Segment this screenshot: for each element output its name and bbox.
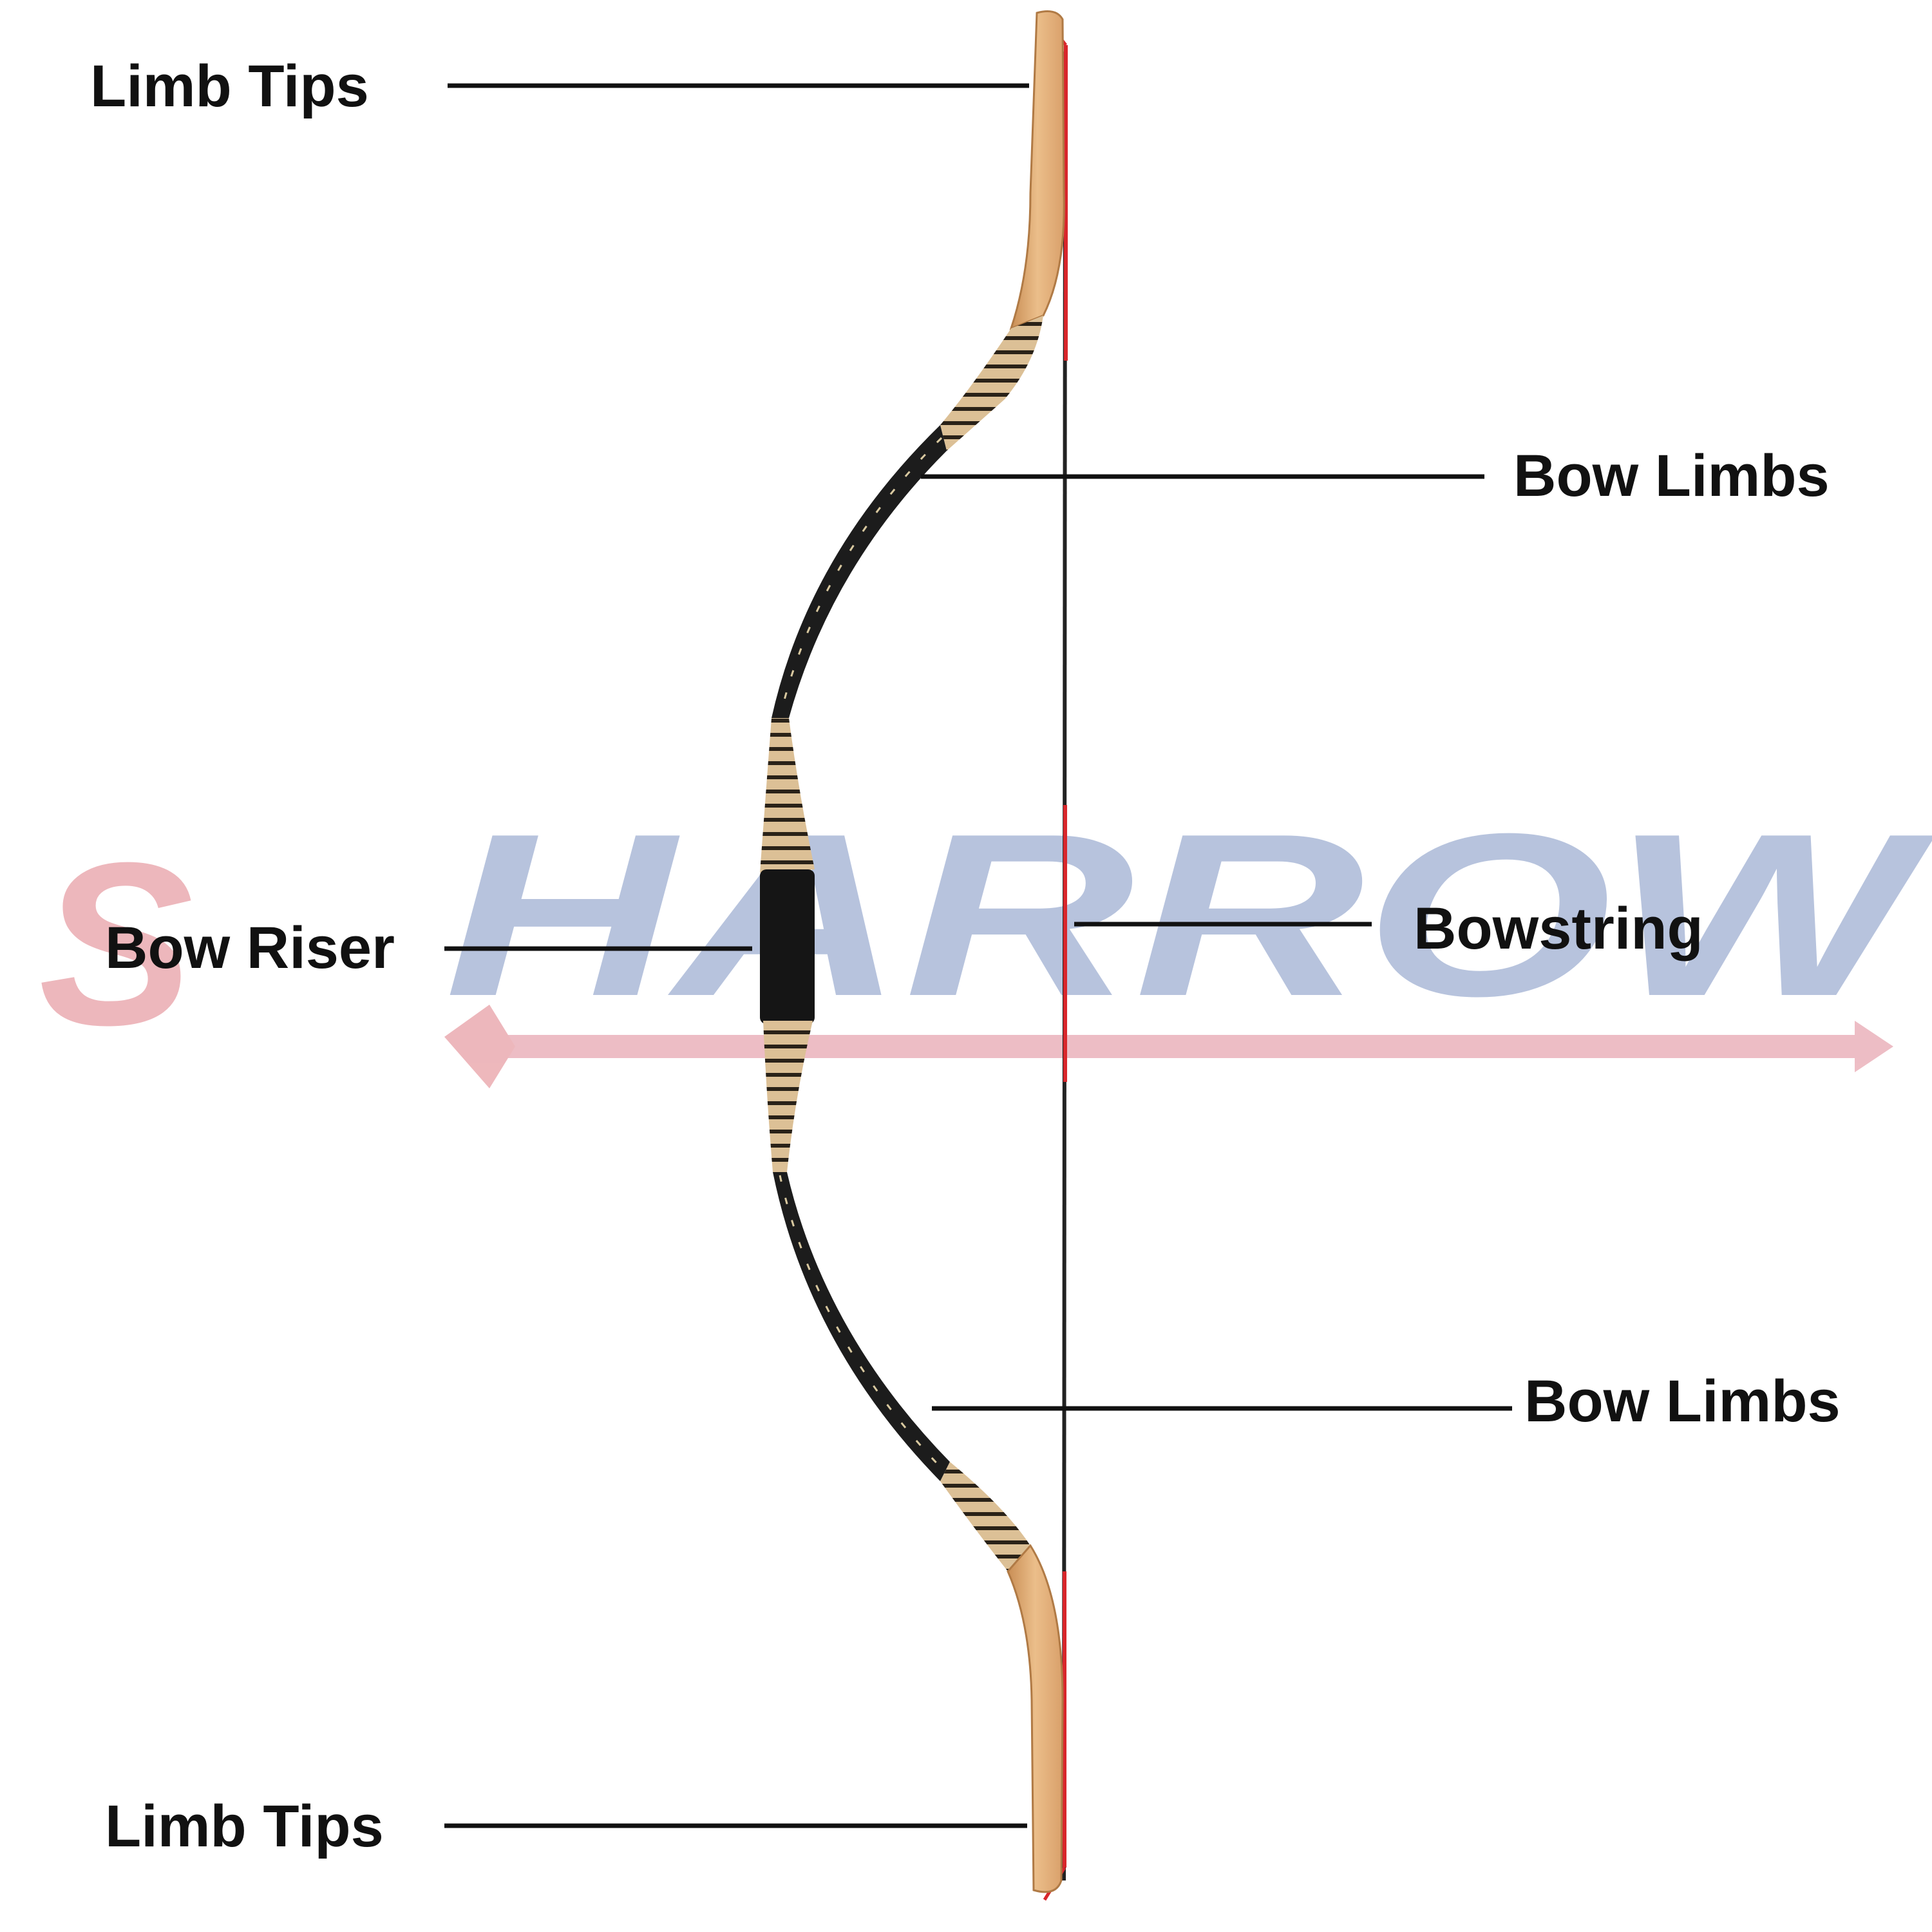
label-limb-tips-bottom: Limb Tips [105,1794,384,1859]
label-bow-riser: Bow Riser [105,915,395,981]
label-bowstring: Bowstring [1414,896,1703,961]
riser-grip [760,869,815,1024]
lower-riser-wrap [763,1021,813,1172]
upper-limb-tip [1009,10,1065,330]
lower-limb-leather [773,1172,950,1481]
leather-stitching [779,1175,946,1473]
leather-stitching [779,437,943,715]
label-bow-limbs-upper: Bow Limbs [1513,443,1830,509]
watermark-s-letter: S [39,815,194,1074]
sharrow-watermark-logo: S HARROW [39,786,1932,1088]
labels: Limb Tips Bow Limbs Bow Riser Bowstring … [90,53,1841,1859]
bow-body [760,10,1065,1893]
lower-limb-wrap [940,1462,1030,1571]
watermark-harrow-letters: HARROW [444,786,1932,1045]
lower-limb-tip [1007,1544,1064,1893]
label-limb-tips-top: Limb Tips [90,53,369,119]
upper-riser-wrap [760,718,815,873]
upper-limb-leather [772,425,947,718]
upper-limb-wrap [940,316,1043,451]
leader-lines [444,83,1512,1828]
watermark-arrow [444,1005,1893,1088]
label-bow-limbs-lower: Bow Limbs [1524,1368,1841,1434]
